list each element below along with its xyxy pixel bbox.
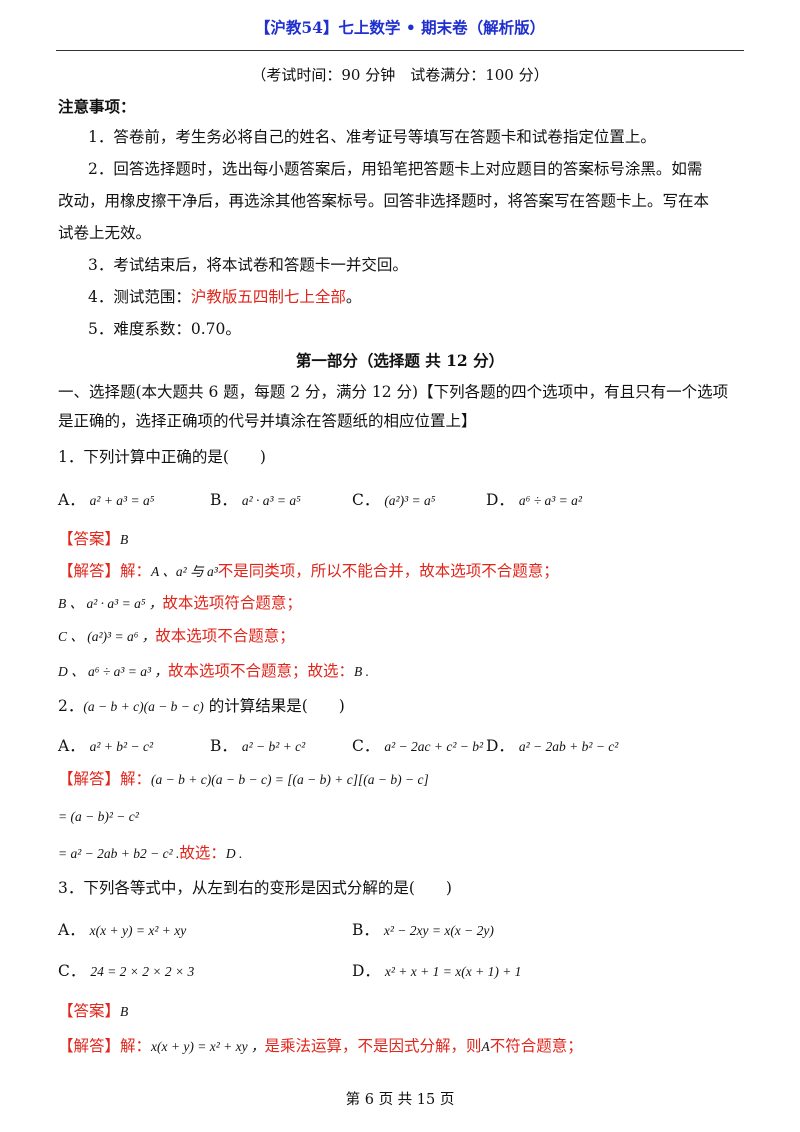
q1-explain-4-math: D 、 a⁶ ÷ a³ = a³ ， [58, 664, 168, 679]
q3-option-a-label: A． [58, 921, 85, 939]
q3-explain-text: 是乘法运算，不是因式分解，则 [264, 1037, 482, 1055]
q2-option-d-math: a² − 2ab + b² − c² [518, 739, 619, 754]
q2-step-3: = a² − 2ab + b2 − c² . [58, 846, 180, 861]
q3-explain-math: x(x + y) = x² + xy ， [151, 1039, 265, 1054]
test-scope: 沪教版五四制七上全部 [190, 288, 346, 306]
q1-explain-1-text: 不是同类项，所以不能合并，故本选项不合题意； [217, 562, 559, 580]
q1-explain-4-text: 故本选项不合题意；故选： [167, 662, 354, 680]
q2-option-b-math: a² − b² + c² [241, 739, 306, 754]
q3-option-b: B． x² − 2xy = x(x − 2y) [352, 919, 494, 942]
q3-option-b-label: B． [352, 921, 379, 939]
q2-step-1: (a − b + c)(a − b − c) = [(a − b) + c][(… [151, 772, 429, 787]
q1-option-b-math: a² · a³ = a⁵ [241, 493, 301, 508]
q2-option-d: D． a² − 2ab + b² − c² [486, 735, 618, 758]
q1-explain-1-math: A 、a² 与 a³ [151, 564, 218, 579]
q1-explain-3-text: 故本选项不合题意； [155, 627, 295, 645]
q1-option-a: A． a² + a³ = a⁵ [58, 489, 154, 512]
q3-answer-tag: 【答案】 [58, 1002, 121, 1020]
section-intro-line-2: 是正确的，选择正确项的代号并填涂在答题纸的相应位置上】 [58, 412, 477, 430]
q2-step-3-text: 故选： [179, 844, 226, 862]
q2-option-b-label: B． [210, 737, 237, 755]
note-item-2-line-1: 2．回答选择题时，选出每小题答案后，用铅笔把答题卡上对应题目的答案标号涂黑。如需 [88, 160, 703, 178]
q3-explain-line-1: 【解答】解：x(x + y) = x² + xy ，是乘法运算，不是因式分解，则… [58, 1035, 583, 1058]
q2-stem: 2．(a − b + c)(a − b − c) 的计算结果是( ) [58, 695, 345, 718]
header-divider [56, 50, 744, 51]
q1-option-d: D． a⁶ ÷ a³ = a² [486, 489, 582, 512]
q3-answer-value: B [120, 1004, 129, 1019]
q3-option-c-math: 24 = 2 × 2 × 2 × 3 [90, 964, 195, 979]
q2-option-c-math: a² − 2ac + c² − b² [384, 739, 484, 754]
note-item-4-suffix: 。 [345, 288, 362, 306]
q1-stem: 1．下列计算中正确的是( ) [58, 448, 266, 466]
q1-option-c-math: (a²)³ = a⁵ [384, 493, 436, 508]
q2-explain-tag: 【解答】 [58, 770, 121, 788]
q1-explain-2-text: 故本选项符合题意； [162, 594, 302, 612]
q2-explain-line-1: 【解答】解：(a − b + c)(a − b − c) = [(a − b) … [58, 768, 429, 791]
q1-explain-4-end: B . [353, 664, 369, 679]
q3-option-c-label: C． [58, 962, 86, 980]
q1-explain-2-math: B 、 a² · a³ = a⁵ ， [58, 596, 163, 611]
q1-option-a-math: a² + a³ = a⁵ [89, 493, 155, 508]
q3-option-d-label: D． [352, 962, 380, 980]
q2-option-a-math: a² + b² − c² [89, 739, 153, 754]
q1-explain-line-2: B 、 a² · a³ = a⁵ ，故本选项符合题意； [58, 592, 302, 615]
q2-step-3-end: D . [225, 846, 243, 861]
q1-answer-tag: 【答案】 [58, 530, 121, 548]
q2-option-c: C． a² − 2ac + c² − b² [352, 735, 483, 758]
q2-option-b: B． a² − b² + c² [210, 735, 305, 758]
q3-answer: 【答案】B [58, 1000, 128, 1023]
q2-stem-text: 的计算结果是( ) [203, 697, 345, 715]
q1-option-b-label: B． [210, 491, 237, 509]
q2-explain-prefix: 解： [120, 770, 152, 788]
q1-explain-3-math: C 、 (a²)³ = a⁶ ， [58, 629, 156, 644]
note-item-4: 4．测试范围：沪教版五四制七上全部。 [88, 286, 361, 308]
q1-option-d-label: D． [486, 491, 514, 509]
section-intro-line-1: 一、选择题(本大题共 6 题，每题 2 分，满分 12 分)【下列各题的四个选项… [58, 383, 729, 401]
q3-option-a-math: x(x + y) = x² + xy [89, 923, 187, 938]
q3-explain-tail: 不符合题意； [489, 1037, 583, 1055]
note-item-2-line-3: 试卷上无效。 [58, 224, 152, 242]
q1-option-d-math: a⁶ ÷ a³ = a² [518, 493, 582, 508]
q1-option-c: C． (a²)³ = a⁵ [352, 489, 435, 512]
q1-explain-prefix: 解： [120, 562, 152, 580]
q2-step-2: = (a − b)² − c² [58, 809, 139, 824]
document-header-title: 【沪教54】七上数学 • 期末卷（解析版） [254, 18, 546, 37]
q3-option-d: D． x² + x + 1 = x(x + 1) + 1 [352, 960, 521, 983]
q3-option-a: A． x(x + y) = x² + xy [58, 919, 186, 942]
note-item-3: 3．考试结束后，将本试卷和答题卡一并交回。 [88, 256, 408, 274]
q2-stem-number: 2． [58, 697, 84, 715]
section-title: 第一部分（选择题 共 12 分） [295, 351, 505, 370]
q1-option-c-label: C． [352, 491, 380, 509]
q1-option-a-label: A． [58, 491, 85, 509]
exam-info: （考试时间：90 分钟 试卷满分：100 分） [251, 66, 549, 84]
q1-answer: 【答案】B [58, 528, 128, 551]
q2-explain-line-2: = (a − b)² − c² [58, 805, 139, 828]
q3-explain-prefix: 解： [120, 1037, 152, 1055]
q2-option-a-label: A． [58, 737, 85, 755]
q1-option-b: B． a² · a³ = a⁵ [210, 489, 301, 512]
page-footer: 第 6 页 共 15 页 [345, 1092, 455, 1108]
q1-explain-line-1: 【解答】解：A 、a² 与 a³不是同类项，所以不能合并，故本选项不合题意； [58, 560, 559, 583]
notes-heading: 注意事项： [58, 97, 136, 116]
note-item-5: 5．难度系数：0.70。 [88, 320, 241, 338]
q1-explain-line-3: C 、 (a²)³ = a⁶ ，故本选项不合题意； [58, 625, 295, 648]
q3-stem: 3．下列各等式中，从左到右的变形是因式分解的是( ) [58, 879, 452, 897]
q1-explain-line-4: D 、 a⁶ ÷ a³ = a³ ，故本选项不合题意；故选：B . [58, 660, 369, 683]
q2-option-c-label: C． [352, 737, 380, 755]
q2-option-a: A． a² + b² − c² [58, 735, 153, 758]
q3-explain-tag: 【解答】 [58, 1037, 121, 1055]
q1-explain-tag: 【解答】 [58, 562, 121, 580]
q2-stem-math: (a − b + c)(a − b − c) [83, 699, 204, 714]
q3-option-c: C． 24 = 2 × 2 × 2 × 3 [58, 960, 194, 983]
q3-option-d-math: x² + x + 1 = x(x + 1) + 1 [384, 964, 522, 979]
q2-option-d-label: D． [486, 737, 514, 755]
note-item-4-prefix: 4．测试范围： [88, 288, 191, 306]
note-item-1: 1．答卷前，考生务必将自己的姓名、准考证号等填写在答题卡和试卷指定位置上。 [88, 128, 656, 146]
q1-answer-value: B [120, 532, 129, 547]
note-item-2-line-2: 改动，用橡皮擦干净后，再选涂其他答案标号。回答非选择题时，将答案写在答题卡上。写… [58, 192, 710, 210]
q3-option-b-math: x² − 2xy = x(x − 2y) [383, 923, 494, 938]
q2-explain-line-3: = a² − 2ab + b2 − c² .故选：D . [58, 842, 242, 865]
q3-explain-var: A [481, 1039, 490, 1054]
